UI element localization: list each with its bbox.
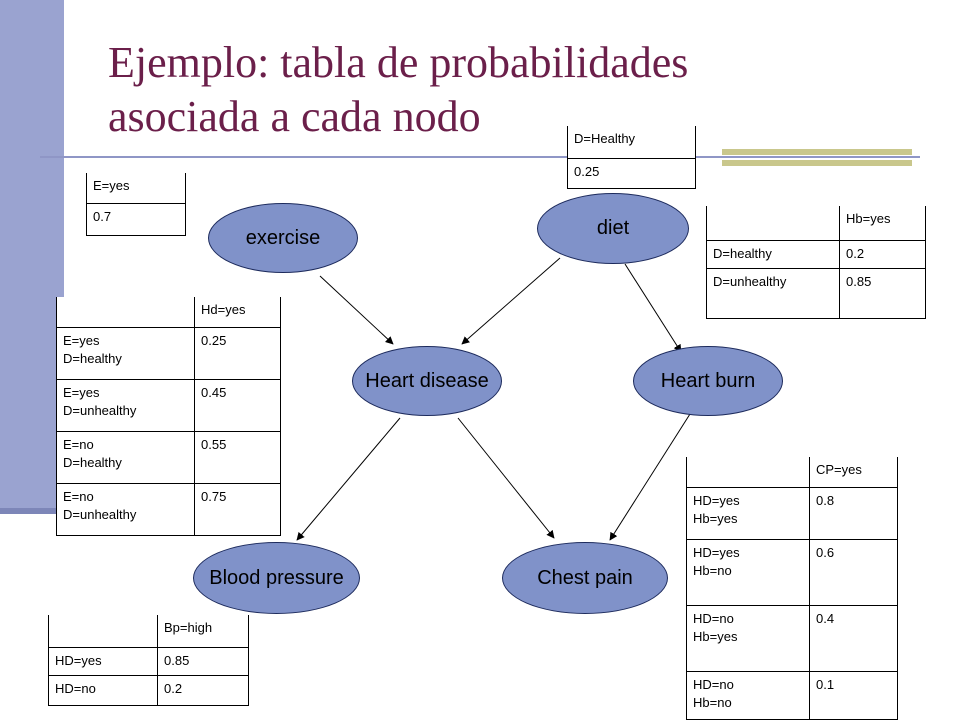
cpt-value: 0.8	[809, 486, 898, 540]
node-exercise-label: exercise	[245, 226, 321, 249]
cpt-row-label: E=no D=healthy	[56, 430, 195, 484]
cpt-row-label: E=yes D=healthy	[56, 326, 195, 380]
edge-diet-to-heart-disease	[461, 257, 561, 345]
cpt-column-header: Hb=yes	[839, 206, 926, 241]
cpt-header: E=yes	[86, 173, 186, 204]
cpt-row-label: HD=yes Hb=yes	[686, 486, 810, 540]
cpt-header: D=Healthy	[567, 126, 696, 159]
cpt-diet: D=Healthy 0.25	[567, 126, 696, 189]
cpt-column-header: Hd=yes	[194, 297, 281, 328]
left-accent-bar	[0, 0, 64, 514]
cpt-corner	[706, 206, 840, 241]
node-heart-burn-label: Heart burn	[660, 369, 756, 392]
edge-heart-burn-to-chest-pain	[609, 413, 691, 541]
cpt-value: 0.2	[157, 674, 249, 706]
cpt-value: 0.25	[567, 157, 696, 189]
title-rule-accent	[722, 160, 912, 166]
node-diet: diet	[537, 193, 689, 264]
node-blood-pressure-label: Blood pressure	[209, 566, 344, 589]
cpt-row-label: HD=no Hb=no	[686, 670, 810, 720]
cpt-column-header: Bp=high	[157, 615, 249, 648]
cpt-row-label: D=healthy	[706, 239, 840, 269]
edge-diet-to-heart-burn	[624, 263, 682, 353]
cpt-row-label: HD=no	[48, 674, 158, 706]
cpt-row-label: D=unhealthy	[706, 267, 840, 319]
node-chest-pain-label: Chest pain	[537, 566, 633, 589]
cpt-row-label: HD=yes Hb=no	[686, 538, 810, 606]
slide-title: Ejemplo: tabla de probabilidades asociad…	[108, 38, 689, 141]
edge-heart-disease-to-blood-pressure	[296, 417, 401, 541]
cpt-value: 0.55	[194, 430, 281, 484]
cpt-value: 0.7	[86, 202, 186, 236]
cpt-row-label: HD=yes	[48, 646, 158, 676]
cpt-column-header: CP=yes	[809, 457, 898, 488]
node-heart-burn: Heart burn	[633, 346, 783, 416]
cpt-value: 0.1	[809, 670, 898, 720]
cpt-value: 0.85	[157, 646, 249, 676]
left-accent-bar-shadow	[0, 508, 64, 514]
edge-exercise-to-heart-disease	[319, 275, 394, 345]
cpt-row-label: E=yes D=unhealthy	[56, 378, 195, 432]
title-rule	[40, 156, 920, 158]
cpt-row-label: E=no D=unhealthy	[56, 482, 195, 536]
cpt-corner	[48, 615, 158, 648]
cpt-value: 0.75	[194, 482, 281, 536]
node-heart-disease: Heart disease	[352, 346, 502, 416]
node-chest-pain: Chest pain	[502, 542, 668, 614]
cpt-corner	[56, 297, 195, 328]
cpt-value: 0.4	[809, 604, 898, 672]
cpt-row-label: HD=no Hb=yes	[686, 604, 810, 672]
cpt-value: 0.25	[194, 326, 281, 380]
cpt-value: 0.2	[839, 239, 926, 269]
node-heart-disease-label: Heart disease	[365, 369, 489, 392]
node-exercise: exercise	[208, 203, 358, 273]
cpt-corner	[686, 457, 810, 488]
node-diet-label: diet	[596, 217, 630, 239]
cpt-value: 0.6	[809, 538, 898, 606]
title-rule-accent	[722, 149, 912, 155]
cpt-value: 0.85	[839, 267, 926, 319]
node-blood-pressure: Blood pressure	[193, 542, 360, 614]
edge-heart-disease-to-chest-pain	[457, 417, 555, 539]
cpt-exercise: E=yes 0.7	[86, 173, 186, 236]
cpt-value: 0.45	[194, 378, 281, 432]
